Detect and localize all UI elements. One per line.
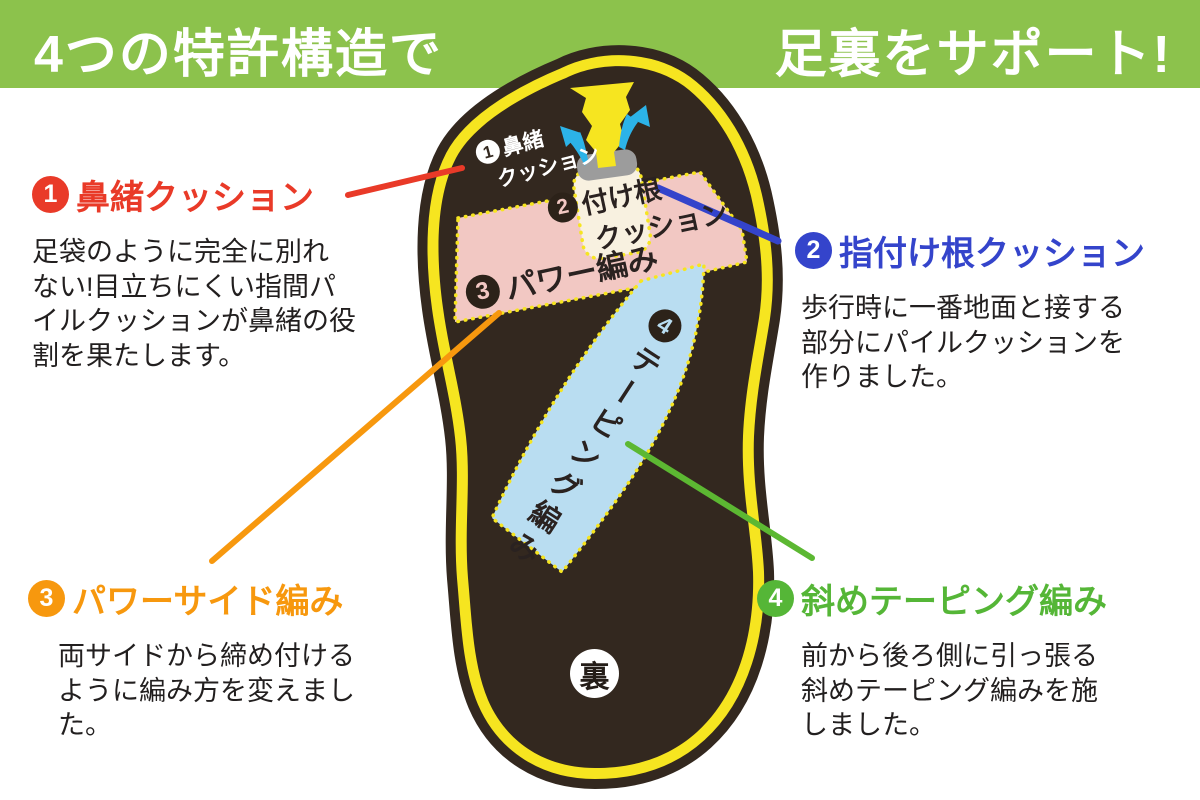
stretch-arrow-left: [560, 126, 588, 166]
header-title-right: 足裏をサポート!: [774, 26, 1172, 84]
feature-3-number: 3: [28, 580, 65, 617]
feature-1-number: 1: [32, 176, 69, 213]
connector-taping-green: [625, 441, 815, 561]
feature-4-title: 4 斜めテーピング編み: [757, 574, 1167, 623]
feature-power-side-knit: 3 パワーサイド編み 両サイドから締め付ける ように編み方を変えまし た。: [28, 574, 428, 743]
feature-2-number: 2: [795, 232, 832, 269]
connector-power-orange: [209, 310, 502, 564]
feature-1-description: 足袋のように完全に別れ ない!目立ちにくい指間パ イルクッションが鼻緒の役 割を…: [32, 237, 356, 371]
feature-3-title: 3 パワーサイド編み: [28, 574, 428, 623]
feature-3-title-text: パワーサイド編み: [72, 583, 344, 621]
feature-thong-cushion: 1 鼻緒クッション 足袋のように完全に別れ ない!目立ちにくい指間パ イルクッシ…: [32, 170, 422, 373]
feature-4-title-text: 斜めテーピング編み: [801, 583, 1107, 621]
feature-3-description: 両サイドから締め付ける ように編み方を変えまし た。: [58, 641, 355, 741]
connector-thong-red: [345, 165, 465, 198]
feature-4-number: 4: [757, 580, 794, 617]
feature-diagonal-taping-knit: 4 斜めテーピング編み 前から後ろ側に引っ張る 斜めテーピング編みを施 しました…: [757, 574, 1167, 743]
feature-2-title-text: 指付け根クッション: [839, 235, 1145, 273]
feature-4-description: 前から後ろ側に引っ張る 斜めテーピング編みを施 しました。: [801, 641, 1098, 741]
connector-base-blue: [654, 184, 782, 245]
thong-slot: [570, 82, 634, 168]
feature-toe-base-cushion: 2 指付け根クッション 歩行時に一番地面と接する 部分にパイルクッションを 作り…: [795, 226, 1185, 395]
feature-2-description: 歩行時に一番地面と接する 部分にパイルクッションを 作りました。: [801, 293, 1125, 393]
feature-1-title: 1 鼻緒クッション: [32, 170, 422, 219]
sole-side-badge: 裏: [570, 649, 619, 698]
feature-1-title-text: 鼻緒クッション: [76, 179, 314, 217]
stretch-arrow-right: [619, 105, 650, 150]
feature-2-title: 2 指付け根クッション: [795, 226, 1185, 275]
header-title-left: 4つの特許構造で: [34, 26, 443, 84]
